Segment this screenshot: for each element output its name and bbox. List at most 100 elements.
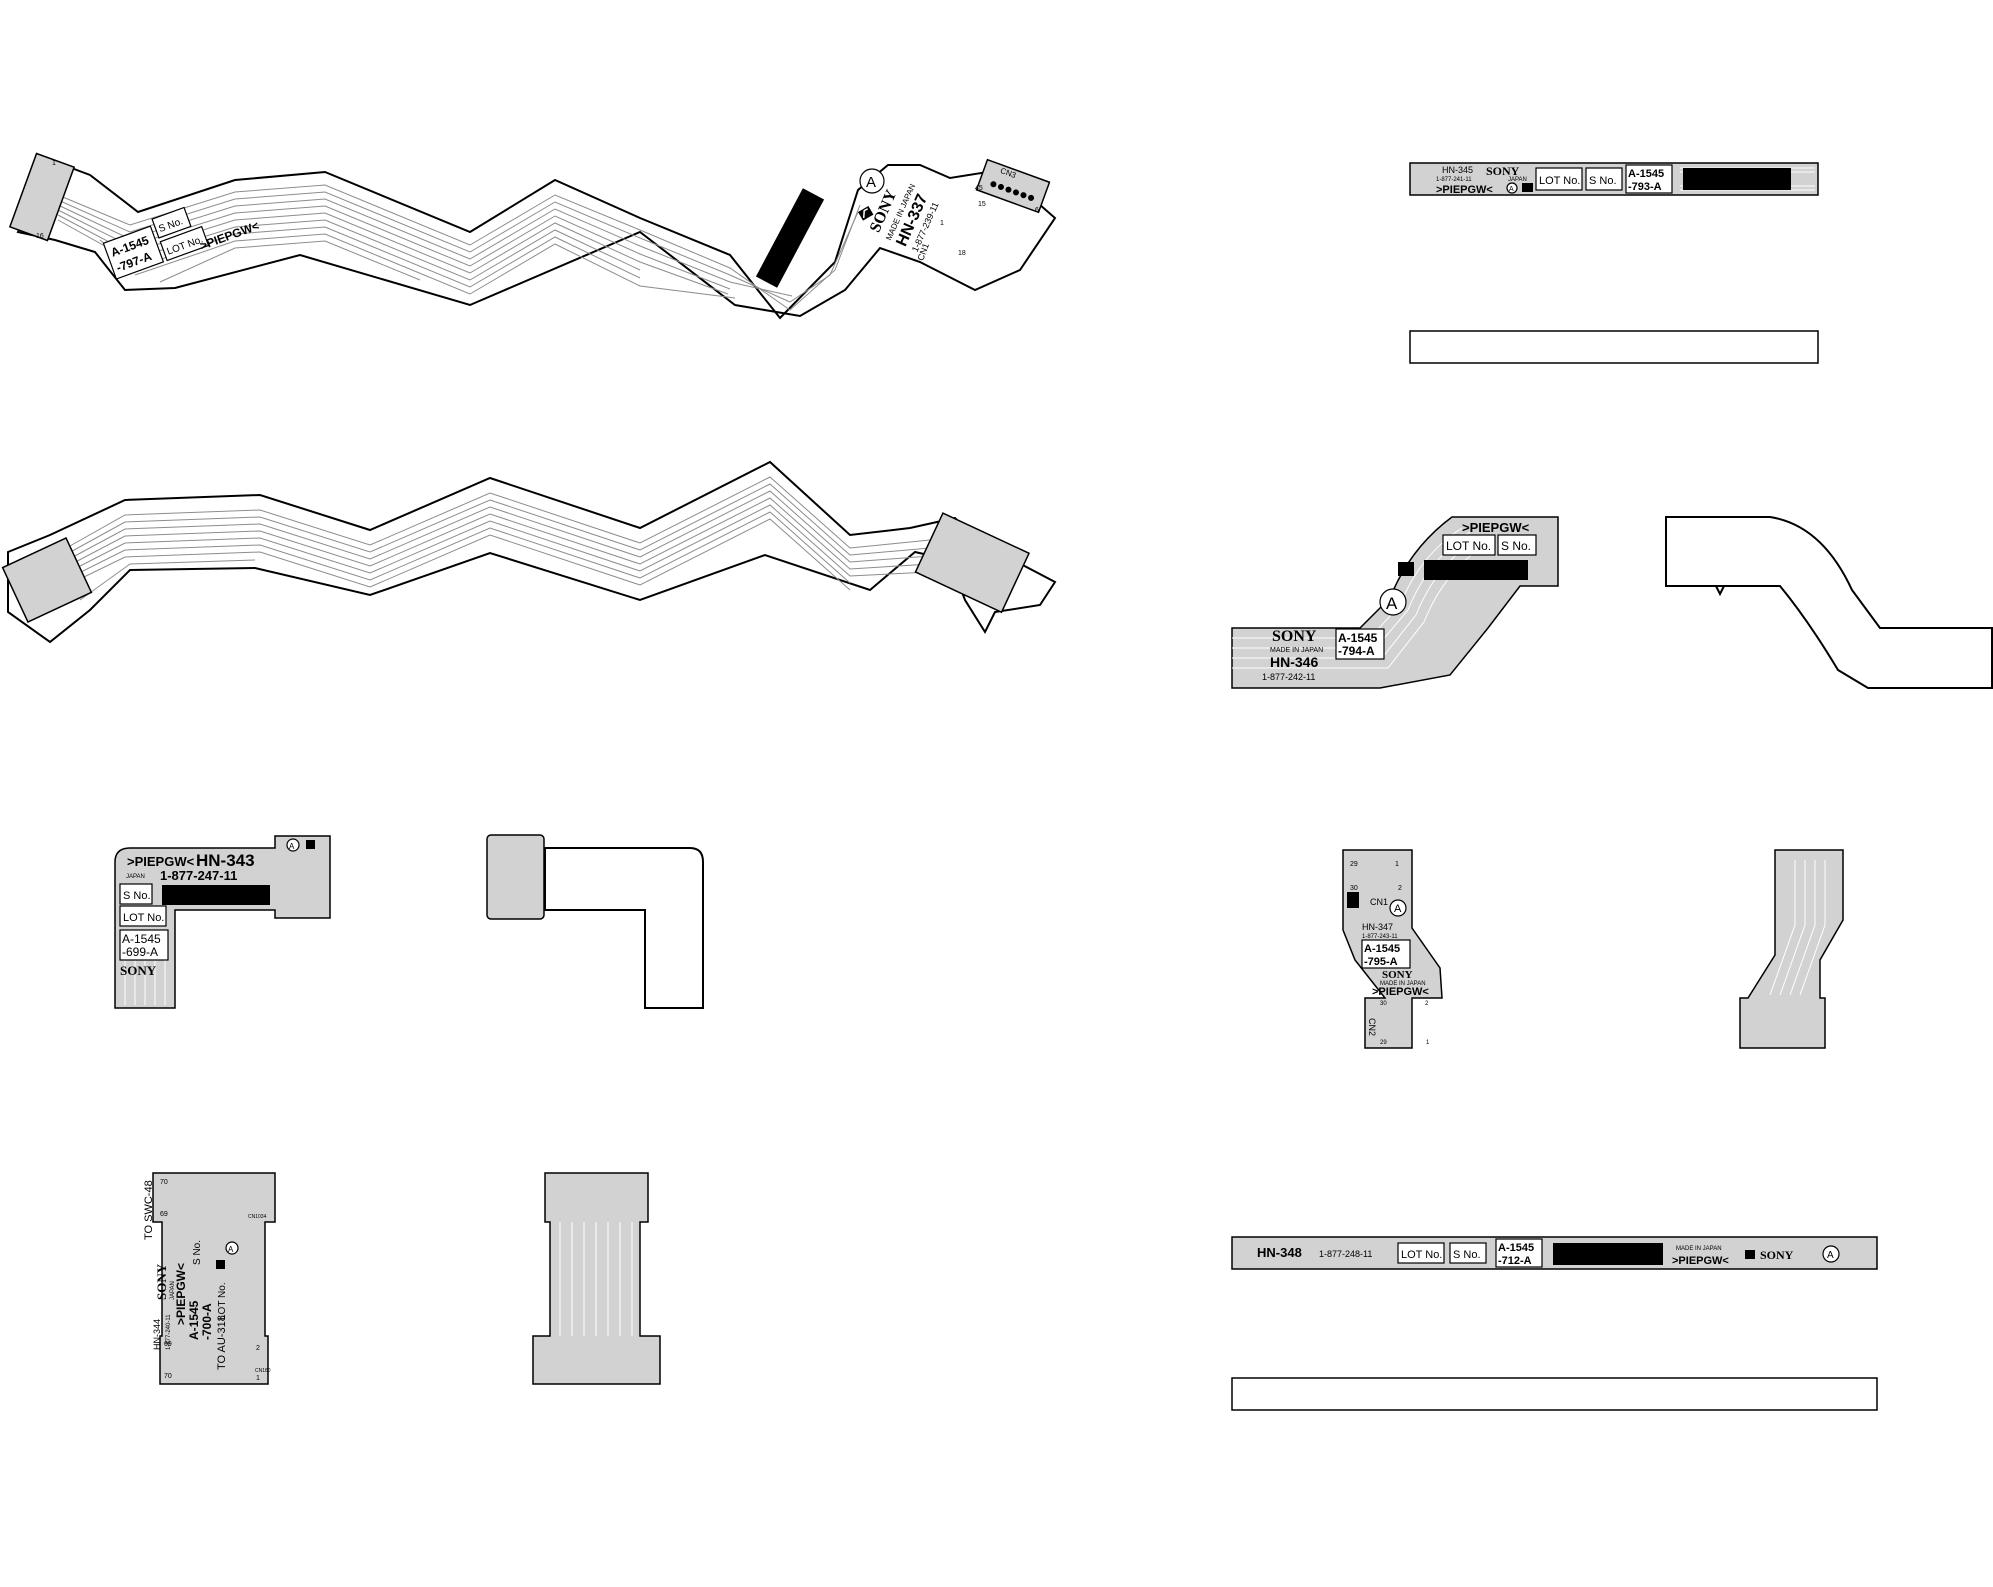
hn344-japan: JAPAN [170,1281,176,1300]
hn345-back-outline [1409,330,1819,364]
hn347-pin-g: 2 [1425,1001,1429,1007]
board-hn347-front: 29 30 1 2 CN1 A HN-347 1-877-243-11 A-15… [1342,849,1443,1049]
board-hn344-front: 70 69 CN1034 TO SWC-48 SONY JAPAN >PIEPG… [143,1172,276,1385]
hn344-outline [152,1172,276,1385]
hn345-sno: S No. [1589,175,1617,187]
hn344-name: HN-344 [152,1319,162,1350]
hn345-circle-letter: A [1509,186,1514,193]
hn343-traces [124,960,166,1005]
hn337-sno-box [151,206,192,239]
hn345-brand: SONY [1486,164,1520,178]
hn346-part: A-1545 [1338,631,1378,645]
hn344-pin-d: 70 [164,1373,172,1380]
board-hn344-back [532,1172,661,1385]
hn344-lf-logo-icon [216,1260,225,1269]
hn348-code: 1-877-248-11 [1319,1249,1372,1259]
hn337-back-outline [7,460,1057,644]
hn348-sno: S No. [1453,1249,1481,1261]
board-hn343-back [486,834,704,1009]
hn337-pin-c: 15 [978,201,986,208]
hn344-pin-b: 69 [160,1211,168,1218]
hn346-lot: LOT No. [1446,539,1491,553]
hn344-conn-a: CN1034 [248,1214,267,1220]
hn346-back-outline [1665,516,1993,689]
hn346-sno: S No. [1501,539,1531,553]
hn337-back-traces [44,476,931,601]
hn343-mark: >PIEPGW< [127,854,195,869]
hn347-conn-b: CN2 [1367,1018,1377,1036]
hn346-part-box [1335,628,1385,660]
hn348-lot-box [1397,1242,1445,1264]
hn344-conn-b: CN180 [255,1368,271,1374]
hn347-part: A-1545 [1364,943,1400,955]
hn343-name: HN-343 [196,851,255,870]
hn344-sno: S No. [192,1240,203,1265]
hn347-pin-c: 1 [1395,861,1399,868]
hn348-back-outline [1231,1377,1878,1411]
hn348-circle-letter: A [1827,1250,1834,1261]
board-hn348-front: HN-348 1-877-248-11 LOT No. S No. A-1545… [1231,1236,1878,1270]
hn337-back-left-pad [1,537,93,623]
hn344-to-b: TO AU-318 [216,1315,228,1370]
hn337-pin-g: 18 [958,250,966,257]
hn337-black-strip [755,188,825,288]
hn344-circle-mark [225,1241,239,1255]
hn337-pin-f: 16 [36,233,44,240]
hn343-back-pad [486,834,545,920]
hn337-circle-mark [859,168,885,194]
hn347-circle-letter: A [1394,903,1402,915]
hn343-code: 1-877-247-11 [160,868,237,883]
hn344-brand: SONY [154,1263,169,1300]
hn347-part-box [1361,939,1411,969]
hn344-code: 1-877-240-11 [166,1314,172,1350]
board-hn345-front: HN-345 1-877-241-11 JAPAN SONY >PIEPGW< … [1409,162,1819,196]
hn337-cn3-pins [990,181,1035,201]
hn346-made: MADE IN JAPAN [1270,647,1323,654]
hn344-pin-e: 2 [256,1345,260,1352]
hn345-japan: JAPAN [1508,177,1527,183]
hn344-part: A-1545 [187,1300,201,1340]
hn343-rev: -699-A [122,945,158,959]
hn347-pin-a: 29 [1350,861,1358,868]
board-hn343-front: >PIEPGW< HN-343 JAPAN 1-877-247-11 S No.… [114,835,331,1009]
hn344-back-traces [559,1222,633,1336]
hn346-lf-logo-icon [1398,562,1414,576]
hn346-name: HN-346 [1270,654,1318,670]
hn344-to-a: TO SWC-48 [143,1180,155,1240]
hn347-back-traces [1769,860,1826,996]
hn348-name: HN-348 [1257,1245,1302,1260]
hn343-outline [114,835,331,1009]
hn343-part-box [119,929,169,961]
hn337-lf-logo-icon [858,206,874,221]
hn347-name: HN-347 [1362,922,1393,932]
hn337-traces [57,184,861,311]
hn337-outline [16,158,1057,320]
hn345-name: HN-345 [1442,165,1473,175]
hn344-mark: >PIEPGW< [174,1263,188,1325]
hn346-sno-box [1497,534,1537,556]
hn344-lot: LOT No. [217,1282,228,1320]
hn344-pin-c: 69 [164,1341,172,1348]
hn347-back-outline [1739,849,1844,1049]
hn344-rev: -700-A [200,1303,214,1340]
hn343-lot-box [119,905,167,927]
hn343-sno: S No. [123,890,151,902]
hn343-lot: LOT No. [123,912,164,924]
hn346-circle-mark [1379,588,1407,616]
hn343-circle-letter: A [289,842,295,851]
hn347-rev: -795-A [1364,956,1398,968]
hn345-lot-box [1535,167,1583,191]
board-hn337-back [1,460,1057,644]
hn348-brand: SONY [1760,1248,1794,1262]
hn337-left-connector [8,152,76,242]
hn343-back-outline [544,847,704,1009]
hn347-code: 1-877-243-11 [1362,934,1398,940]
hn343-part: A-1545 [122,932,161,946]
hn337-circle-letter: A [866,174,876,191]
hn343-sno-box [119,883,153,905]
hn347-pin-b: 30 [1350,885,1358,892]
hn345-code: 1-877-241-11 [1436,177,1472,183]
hn346-brand: SONY [1272,628,1317,645]
hn348-made: MADE IN JAPAN [1676,1246,1722,1252]
